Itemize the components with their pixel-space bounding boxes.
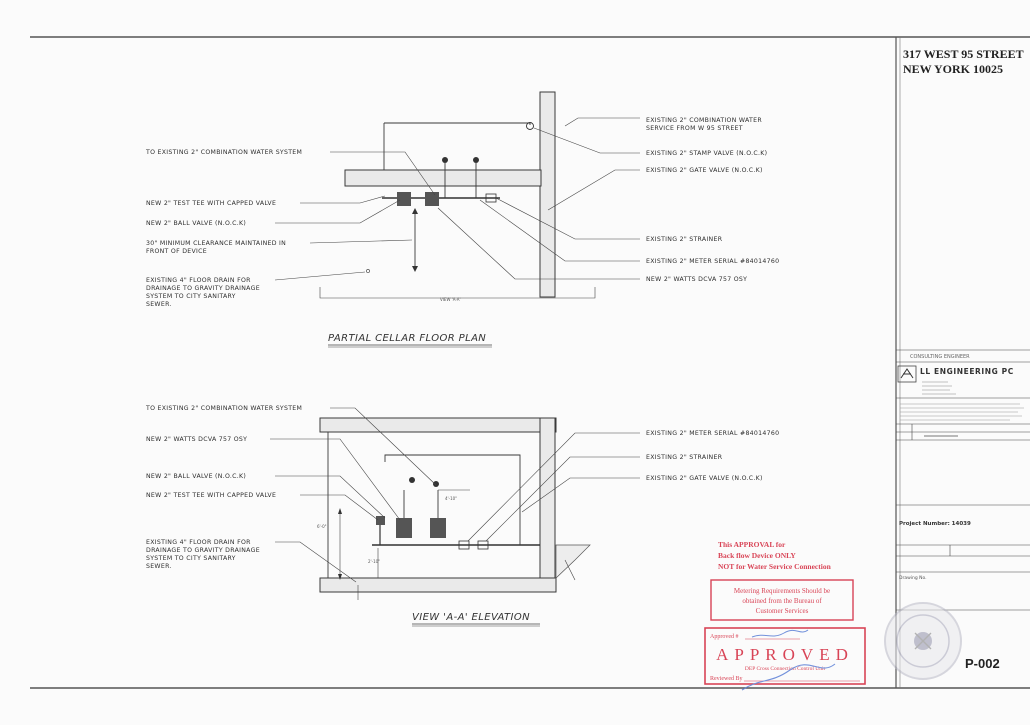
elevation-floor bbox=[319, 577, 557, 593]
view-a-a-elevation: 6'-0" 2'-10" 4'-10" TO EXISTING 2" COMBI… bbox=[145, 405, 779, 627]
plan-callout-service-1: EXISTING 2" COMBINATION WATER bbox=[646, 117, 762, 124]
plan-callout-clearance-1: 30" MINIMUM CLEARANCE MAINTAINED IN bbox=[146, 240, 286, 247]
elev-callout-meter: EXISTING 2" METER SERIAL #84014760 bbox=[646, 430, 779, 437]
stamp-metering-2: obtained from the Bureau of bbox=[742, 597, 822, 605]
plan-callout-service-2: SERVICE FROM W 95 STREET bbox=[646, 125, 743, 132]
stamp-approved-number: Approved # bbox=[710, 634, 739, 640]
title-block-notes bbox=[900, 403, 1024, 421]
stamp-approved-sub: DEP Cross Connection Control Unit bbox=[745, 666, 826, 672]
plan-callout-meter: EXISTING 2" METER SERIAL #84014760 bbox=[646, 258, 779, 265]
dim-2-10: 2'-10" bbox=[368, 559, 380, 564]
stamp-reviewed-by: Reviewed By bbox=[710, 676, 743, 682]
elevation-dimensions: 6'-0" 2'-10" 4'-10" bbox=[317, 489, 576, 581]
elev-callout-dcva: NEW 2" WATTS DCVA 757 OSY bbox=[146, 436, 247, 443]
plan-callout-combination: TO EXISTING 2" COMBINATION WATER SYSTEM bbox=[145, 149, 302, 156]
drawing-no-label: Drawing No. bbox=[899, 575, 927, 581]
elev-callout-drain-4: SEWER. bbox=[146, 563, 172, 570]
plan-view-marker: VIEW 'A-A' bbox=[440, 297, 461, 302]
project-number: Project Number: 14039 bbox=[899, 521, 971, 527]
drawing-number: P-002 bbox=[965, 656, 1000, 671]
plan-callout-strainer: EXISTING 2" STRAINER bbox=[646, 236, 723, 243]
title-block: 317 WEST 95 STREET NEW YORK 10025 CONSUL… bbox=[884, 47, 1030, 680]
elev-callout-gate-valve: EXISTING 2" GATE VALVE (N.O.C.K) bbox=[646, 475, 763, 482]
signature-mark bbox=[741, 663, 836, 691]
plan-title: PARTIAL CELLAR FLOOR PLAN bbox=[328, 333, 486, 344]
plan-callout-gate-valve: EXISTING 2" GATE VALVE (N.O.C.K) bbox=[646, 167, 763, 174]
plan-right-callouts: EXISTING 2" COMBINATION WATER SERVICE FR… bbox=[437, 117, 779, 283]
stamp-approval-note-1: This APPROVAL for bbox=[718, 540, 786, 549]
elev-callout-test-tee: NEW 2" TEST TEE WITH CAPPED VALVE bbox=[146, 492, 276, 499]
plan-callout-drain-2: DRAINAGE TO GRAVITY DRAINAGE bbox=[146, 285, 260, 292]
plan-callout-drain-3: SYSTEM TO CITY SANITARY bbox=[146, 293, 236, 300]
elev-callout-strainer: EXISTING 2" STRAINER bbox=[646, 454, 723, 461]
elevation-left-callouts: TO EXISTING 2" COMBINATION WATER SYSTEM … bbox=[145, 405, 437, 583]
plan-callout-clearance-2: FRONT OF DEVICE bbox=[146, 248, 207, 255]
plan-callout-drain-4: SEWER. bbox=[146, 301, 172, 308]
date-signature-mark bbox=[751, 629, 809, 638]
stamp-approval-note-3: NOT for Water Service Connection bbox=[718, 562, 832, 571]
stamp-metering-1: Metering Requirements Should be bbox=[734, 587, 830, 595]
elev-callout-combination: TO EXISTING 2" COMBINATION WATER SYSTEM bbox=[145, 405, 302, 412]
plan-wall-vertical bbox=[539, 91, 556, 298]
elevation-right-callouts: EXISTING 2" METER SERIAL #84014760 EXIST… bbox=[467, 430, 779, 542]
dim-6-0: 6'-0" bbox=[317, 524, 327, 529]
elevation-title: VIEW 'A-A' ELEVATION bbox=[412, 612, 530, 623]
elev-callout-ball-valve: NEW 2" BALL VALVE (N.O.C.K) bbox=[146, 473, 246, 480]
firm-logo bbox=[897, 365, 917, 383]
sheet-border bbox=[30, 36, 1030, 689]
elev-callout-drain-3: SYSTEM TO CITY SANITARY bbox=[146, 555, 236, 562]
plan-floor-slab bbox=[344, 169, 542, 187]
elev-callout-drain-2: DRAINAGE TO GRAVITY DRAINAGE bbox=[146, 547, 260, 554]
address-line-1: 317 WEST 95 STREET bbox=[903, 47, 1024, 61]
professional-engineer-seal bbox=[884, 602, 962, 680]
plan-callout-dcva: NEW 2" WATTS DCVA 757 OSY bbox=[646, 276, 747, 283]
stamp-approved: APPROVED bbox=[716, 645, 854, 664]
plan-callout-ball-valve: NEW 2" BALL VALVE (N.O.C.K) bbox=[146, 220, 246, 227]
elev-callout-drain-1: EXISTING 4" FLOOR DRAIN FOR bbox=[146, 539, 251, 546]
dep-approval-stamps: This APPROVAL for Back flow Device ONLY … bbox=[704, 540, 866, 691]
stamp-approval-note-2: Back flow Device ONLY bbox=[718, 551, 796, 560]
elevation-ceiling bbox=[319, 417, 557, 433]
dim-4-10: 4'-10" bbox=[445, 496, 457, 501]
plan-callout-stamp-valve: EXISTING 2" STAMP VALVE (N.O.C.K) bbox=[646, 150, 767, 157]
elevation-backflow-assembly bbox=[372, 454, 540, 550]
firm-name: LL ENGINEERING PC bbox=[920, 367, 1014, 376]
stamp-metering-3: Customer Services bbox=[756, 607, 809, 615]
plan-callout-drain-1: EXISTING 4" FLOOR DRAIN FOR bbox=[146, 277, 251, 284]
consulting-engineer-label: CONSULTING ENGINEER bbox=[910, 354, 970, 360]
plan-left-callouts: TO EXISTING 2" COMBINATION WATER SYSTEM … bbox=[145, 149, 436, 308]
partial-cellar-floor-plan: VIEW 'A-A' TO EXISTING 2" COMBINATION WA… bbox=[145, 91, 779, 348]
plan-callout-test-tee: NEW 2" TEST TEE WITH CAPPED VALVE bbox=[146, 200, 276, 207]
address-line-2: NEW YORK 10025 bbox=[903, 62, 1003, 76]
